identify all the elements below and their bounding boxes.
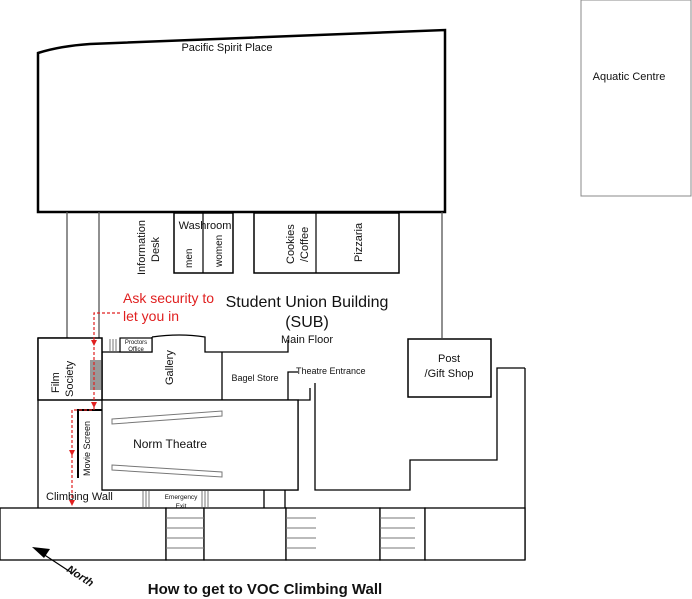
seating-row bbox=[111, 464, 223, 478]
post-gift-shop bbox=[407, 338, 492, 398]
aquatic-centre-building bbox=[580, 0, 692, 197]
stairs bbox=[90, 360, 101, 390]
gallery-label: Gallery bbox=[164, 350, 176, 385]
movie-screen-label: Movie Screen bbox=[82, 421, 92, 476]
post-label: Post bbox=[438, 353, 460, 365]
north-arrow-icon bbox=[32, 547, 73, 574]
page-title: How to get to VOC Climbing Wall bbox=[148, 581, 382, 598]
information-desk-label: Information bbox=[136, 220, 148, 275]
gift-shop-label: /Gift Shop bbox=[425, 368, 474, 380]
bagel-store-label: Bagel Store bbox=[231, 373, 278, 383]
theatre-entrance-label: Theatre Entrance bbox=[296, 366, 366, 376]
north-label: North bbox=[64, 563, 95, 589]
emergency-exit-label-2: Exit bbox=[176, 503, 187, 510]
women-label: women bbox=[214, 235, 225, 268]
route-path bbox=[71, 312, 120, 505]
information-desk-label-2: Desk bbox=[150, 236, 162, 262]
pacific-spirit-place bbox=[36, 28, 447, 214]
sub-label: Student Union Building bbox=[226, 294, 389, 311]
instruction-line-2: let you in bbox=[123, 308, 179, 324]
outer-strip bbox=[0, 507, 526, 561]
men-label: men bbox=[184, 249, 195, 268]
route-arrows bbox=[69, 340, 97, 506]
instruction-line-1: Ask security to bbox=[123, 290, 214, 306]
washroom-label: Washroom bbox=[179, 220, 232, 232]
corridor-walls bbox=[66, 212, 443, 338]
film-society-label: Film bbox=[50, 372, 62, 393]
sub-abbrev-label: (SUB) bbox=[285, 314, 329, 331]
proctors-office bbox=[119, 337, 153, 353]
cookies-coffee-label-2: /Coffee bbox=[299, 227, 311, 262]
aquatic-centre-label: Aquatic Centre bbox=[593, 71, 666, 83]
film-society-label-2: Society bbox=[64, 360, 76, 397]
proctors-label-2: Office bbox=[128, 347, 144, 353]
pizzaria-label: Pizzaria bbox=[353, 222, 365, 262]
emergency-exit-label: Emergency bbox=[165, 494, 199, 501]
norm-theatre-label: Norm Theatre bbox=[133, 437, 207, 451]
seating-row bbox=[111, 410, 223, 425]
main-floor-label: Main Floor bbox=[281, 334, 333, 346]
cookies-pizzaria-block bbox=[253, 212, 400, 274]
pacific-spirit-label: Pacific Spirit Place bbox=[181, 42, 272, 54]
stairs bbox=[166, 517, 415, 549]
climbing-wall-label: Climbing Wall bbox=[46, 491, 113, 503]
cookies-coffee-label: Cookies bbox=[285, 224, 297, 264]
proctors-label: Proctors bbox=[125, 340, 147, 346]
